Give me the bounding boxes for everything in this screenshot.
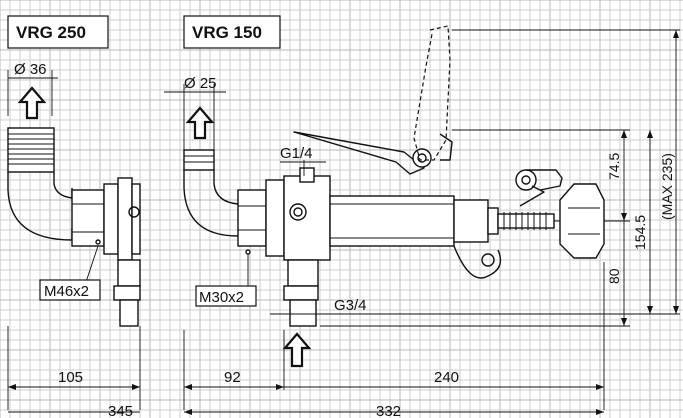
vrg250-width-label: 105 [58,369,83,386]
vrg150-handwheel [559,183,605,259]
vrg250-corrugated-pipe [7,127,55,173]
vrg150-diameter-label: Ø 25 [184,75,217,92]
valve-length-label: 240 [434,369,459,386]
top-thread-label: G1/4 [280,145,313,162]
vrg150-assembly: VRG 150 Ø 25 G1/4 [164,15,605,410]
flow-up-arrow-icon [185,106,215,140]
vrg250-thread-box [39,279,101,301]
vrg250-assembly: VRG 250 Ø 36 [7,15,141,410]
total-dimensions: 345 332 [8,403,604,418]
height-lower-label: 80 [606,268,622,284]
vrg150-offset-label: 92 [224,369,241,386]
height-upper-label: 74.5 [606,153,622,180]
vrg150-lever-open-position [413,25,451,161]
vrg250-nut [71,189,105,247]
flow-up-arrow-icon [282,332,312,368]
vrg250-thread-label: M46x2 [44,283,89,300]
vrg150-lever [293,131,425,175]
vrg150-nut [237,189,267,247]
vrg250-flange [117,177,133,261]
vrg150-thread-label: M30x2 [199,289,244,306]
vrg250-title-box [7,15,109,49]
vrg250-total-label: 345 [108,403,133,418]
vrg150-title: VRG 150 [192,23,262,42]
vrg150-title-box [183,15,281,49]
vrg150-valve-body [283,175,331,261]
vrg250-title: VRG 250 [16,23,86,42]
vrg150-thread-box [195,285,257,307]
vrg150-total-label: 332 [376,403,401,418]
height-mid-label: 154.5 [632,215,648,250]
flow-up-arrow-icon [17,86,47,120]
vrg250-diameter-label: Ø 36 [14,61,47,78]
height-max-label: (MAX 235) [659,153,675,220]
vertical-dimensions: 74.5 154.5 80 (MAX 235) [320,29,680,327]
bottom-thread-label: G3/4 [334,297,367,314]
